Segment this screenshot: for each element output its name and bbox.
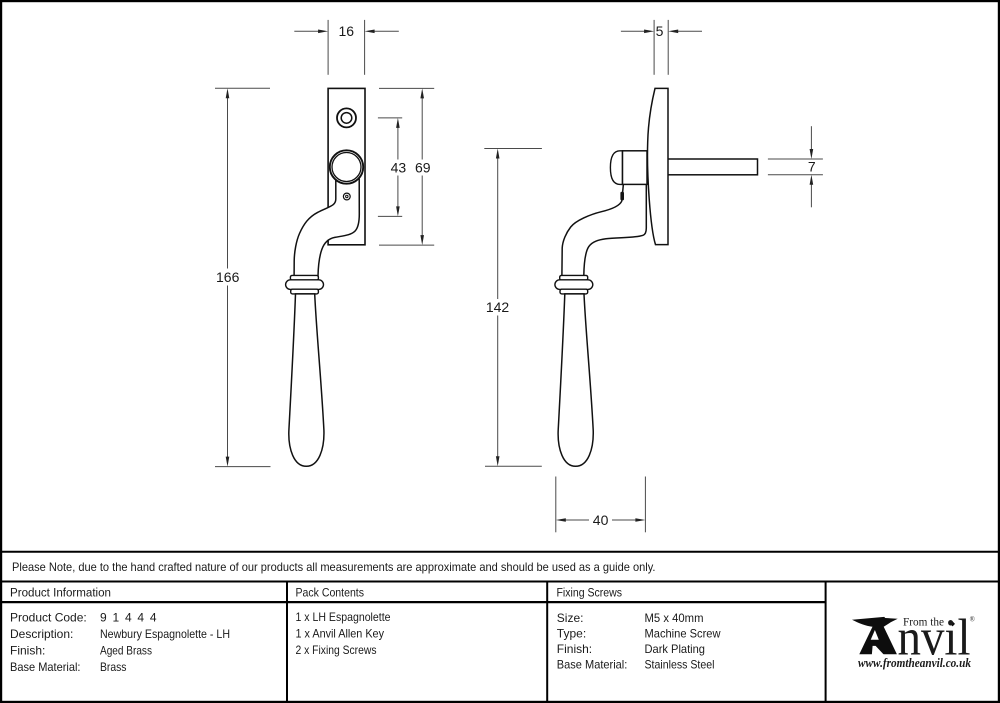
svg-text:69: 69 [415,159,431,175]
svg-text:Description:: Description: [10,627,73,641]
svg-text:Size:: Size: [557,611,584,625]
svg-text:Finish:: Finish: [10,644,45,658]
svg-text:Dark Plating: Dark Plating [645,642,706,656]
svg-text:1 x Anvil Allen Key: 1 x Anvil Allen Key [296,627,385,641]
svg-text:2 x Fixing Screws: 2 x Fixing Screws [296,643,377,657]
svg-text:40: 40 [593,512,609,528]
svg-text:Machine Screw: Machine Screw [645,626,721,640]
svg-text:43: 43 [391,159,407,175]
svg-text:Finish:: Finish: [557,642,592,656]
svg-text:142: 142 [486,299,510,315]
svg-text:®: ® [970,617,975,624]
svg-text:M5 x 40mm: M5 x 40mm [645,611,704,625]
svg-text:nvil: nvil [898,610,971,667]
svg-text:www.fromtheanvil.co.uk: www.fromtheanvil.co.uk [858,656,971,670]
svg-text:Fixing Screws: Fixing Screws [557,585,623,599]
svg-text:7: 7 [808,159,816,175]
svg-text:Stainless Steel: Stainless Steel [645,658,715,672]
svg-text:Type:: Type: [557,626,586,640]
svg-text:Base Material:: Base Material: [10,660,81,674]
svg-text:5: 5 [656,23,664,39]
svg-text:From the: From the [903,617,944,629]
svg-text:166: 166 [216,269,240,285]
svg-text:16: 16 [339,23,355,39]
svg-text:Product Code:: Product Code: [10,611,87,625]
svg-text:Newbury Espagnolette - LH: Newbury Espagnolette - LH [100,627,230,641]
svg-text:Brass: Brass [100,660,127,674]
svg-text:Product Information: Product Information [10,585,111,599]
svg-text:Pack Contents: Pack Contents [296,585,365,599]
svg-text:1 x LH Espagnolette: 1 x LH Espagnolette [296,610,391,624]
svg-text:Aged Brass: Aged Brass [100,644,152,658]
svg-text:91444: 91444 [100,611,162,625]
svg-text:Please Note, due to the hand c: Please Note, due to the hand crafted nat… [12,560,656,574]
svg-text:Base Material:: Base Material: [557,658,628,672]
